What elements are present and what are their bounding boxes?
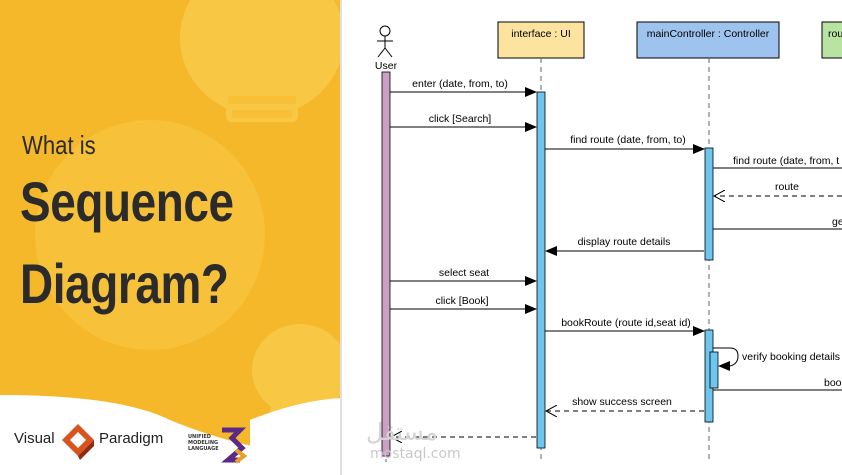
title-what-is: What is — [22, 130, 96, 160]
brand-paradigm: Paradigm — [99, 430, 164, 447]
lifeline-route-label: rou — [828, 28, 842, 40]
activation-controller-1 — [704, 147, 714, 261]
user-actor-icon — [377, 25, 393, 58]
lifeline-head-controller — [636, 21, 780, 59]
activation-user — [381, 71, 391, 457]
message-label: find route (date, from, t — [733, 155, 839, 167]
message-m7: display route details — [545, 236, 704, 256]
message-label: bookRoute (route id,seat id) — [561, 317, 691, 329]
brand-visual: Visual — [14, 430, 55, 447]
actor-label: User — [375, 60, 398, 72]
title-sequence: Sequence — [20, 170, 234, 233]
message-m3: find route (date, from, to) — [545, 134, 705, 154]
message-label: find route (date, from, to) — [570, 134, 686, 146]
uml-logo-text: UNIFIED MODELING LANGUAGE — [188, 434, 219, 452]
lifeline-ui-label: interface : UI — [511, 28, 571, 40]
message-label: display route details — [578, 236, 671, 248]
message-label: enter (date, from, to) — [412, 78, 508, 90]
banner: What is Sequence Diagram? Visual Paradig… — [0, 0, 342, 475]
message-m2: click [Search] — [390, 113, 537, 132]
background-circle — [35, 120, 265, 350]
message-m9: click [Book] — [390, 295, 537, 314]
message-label: ge — [832, 216, 842, 228]
message-m11: verify booking details — [713, 347, 840, 371]
activation-controller-self — [709, 351, 719, 389]
message-label: route — [775, 181, 799, 193]
lightbulb-icon — [180, 0, 342, 122]
message-m8: select seat — [390, 267, 537, 286]
message-m5: route — [714, 181, 842, 196]
message-m13: show success screen — [546, 396, 704, 411]
message-m6: ge — [713, 216, 842, 230]
lifeline-controller-label: mainController : Controller — [647, 28, 770, 40]
message-label: click [Book] — [435, 295, 488, 307]
message-m1: enter (date, from, to) — [390, 78, 537, 97]
message-label: verify booking details — [742, 351, 840, 363]
title-diagram: Diagram? — [20, 252, 229, 315]
watermark: mostaql.com — [370, 446, 461, 462]
visual-paradigm-logo-icon — [62, 424, 94, 460]
lightbulb-decoration — [0, 0, 342, 475]
message-m10: bookRoute (route id,seat id) — [545, 317, 705, 336]
panel-divider — [340, 0, 342, 475]
watermark-arabic: مستقل — [366, 418, 438, 446]
message-m12: boo — [713, 377, 842, 391]
message-label: show success screen — [572, 396, 672, 408]
message-label: click [Search] — [429, 113, 492, 125]
activation-ui — [536, 91, 546, 449]
lifeline-head-route — [821, 21, 842, 59]
message-m4: find route (date, from, t — [713, 155, 842, 169]
uml-logo-icon — [221, 427, 248, 464]
message-label: boo — [824, 377, 842, 389]
sequence-diagram: User interface : UI mainController : Con… — [375, 21, 842, 462]
message-label: select seat — [439, 267, 489, 279]
